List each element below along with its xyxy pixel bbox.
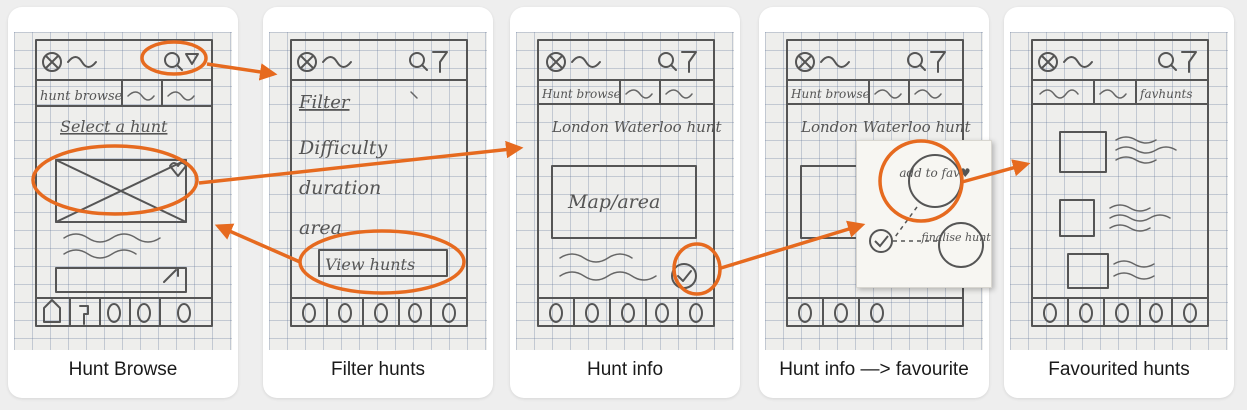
panel-hunt-browse: hunt browse Select a hunt Hunt Browse — [8, 7, 238, 398]
sketch-heading: London Waterloo hunt — [800, 118, 971, 136]
sketch-heading: Select a hunt — [60, 117, 168, 136]
sketch-photo: Hunt browse London Waterloo hunt Map/are… — [516, 32, 734, 350]
panel-favourited-hunts: favhunts Favourited hunts — [1004, 7, 1234, 398]
panel-caption: Hunt Browse — [68, 359, 178, 380]
sketch-heading: London Waterloo hunt — [551, 118, 722, 136]
sketch-finalise: finalise hunt♥ — [920, 231, 991, 244]
favourite-popup-paper: add to fav♥ finalise hunt♥ — [856, 140, 992, 288]
sketch-filter-title: Filter — [298, 92, 351, 113]
panel-caption: Filter hunts — [331, 359, 425, 380]
sketch-photo: Filter Difficulty duration area View hun… — [269, 32, 487, 350]
panel-filter-hunts: Filter Difficulty duration area View hun… — [263, 7, 493, 398]
sketch-filter-item: duration — [299, 177, 381, 199]
sketch-map: Map/area — [567, 191, 660, 213]
sketch-photo: favhunts — [1010, 32, 1228, 350]
sketch-view-hunts: View hunts — [325, 255, 415, 274]
panel-caption: Hunt info —> favourite — [779, 359, 969, 380]
sketch-tab-label: Hunt browse — [541, 87, 621, 101]
panel-caption: Hunt info — [586, 359, 664, 380]
sketch-filter-item: area — [299, 217, 342, 239]
panel-hunt-info: Hunt browse London Waterloo hunt Map/are… — [510, 7, 740, 398]
sketch-tab-label: favhunts — [1139, 87, 1193, 101]
sketch-tab-label: Hunt browse — [790, 87, 870, 101]
sketch-add-fav: add to fav♥ — [899, 166, 970, 180]
sketch-photo: hunt browse Select a hunt — [14, 32, 232, 350]
panel-caption: Favourited hunts — [1048, 359, 1190, 380]
sketch-filter-item: Difficulty — [298, 137, 387, 159]
sketch-tab-label: hunt browse — [40, 89, 123, 104]
